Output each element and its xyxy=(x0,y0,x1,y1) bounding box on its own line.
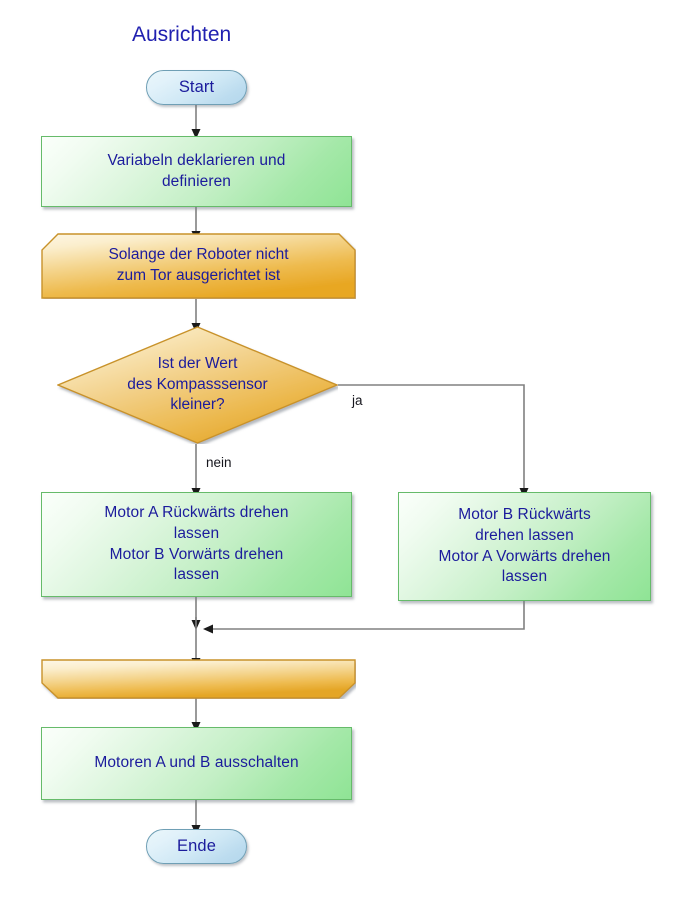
node-motor-right-label: Motor B Rückwärts drehen lassen Motor A … xyxy=(438,505,610,587)
node-loop-end-label xyxy=(41,659,356,699)
text-line: Variabeln deklarieren und xyxy=(107,151,286,169)
node-loop-start[interactable]: Solange der Roboter nicht zum Tor ausger… xyxy=(41,233,356,299)
text-line: Solange der Roboter nicht xyxy=(108,246,289,264)
edge-label-no: nein xyxy=(206,455,232,470)
text-line: Motor B Rückwärts xyxy=(458,506,591,524)
edge-label-yes: ja xyxy=(352,393,363,408)
edge-decision-yes xyxy=(338,384,529,498)
text-line: Motor A Vorwärts drehen xyxy=(438,547,611,565)
diagram-title: Ausrichten xyxy=(132,23,232,46)
node-start[interactable]: Start xyxy=(146,70,247,105)
text-line: zum Tor ausgerichtet ist xyxy=(116,267,281,284)
loop-end-shape xyxy=(41,659,356,699)
text-line: lassen xyxy=(173,524,220,542)
node-loop-start-label: Solange der Roboter nicht zum Tor ausger… xyxy=(41,233,356,299)
node-decision-label: Ist der Wert des Kompasssensor kleiner? xyxy=(57,326,338,444)
node-loop-end[interactable] xyxy=(41,659,356,699)
node-motors-off-label: Motoren A und B ausschalten xyxy=(94,754,299,772)
text-line: Motor B Vorwärts drehen xyxy=(109,545,284,563)
text-line: lassen xyxy=(501,568,548,586)
node-declare-variables-label: Variabeln deklarieren und definieren xyxy=(108,151,286,192)
node-motor-left-label: Motor A Rückwärts drehen lassen Motor B … xyxy=(104,503,288,585)
node-motor-left[interactable]: Motor A Rückwärts drehen lassen Motor B … xyxy=(41,492,352,597)
node-end[interactable]: Ende xyxy=(146,829,247,864)
text-line: definieren xyxy=(161,172,232,190)
text-line: lassen xyxy=(173,566,220,584)
node-decision[interactable]: Ist der Wert des Kompasssensor kleiner? xyxy=(57,326,338,444)
text-line: drehen lassen xyxy=(475,526,574,544)
edge-motorright-return xyxy=(203,601,525,634)
node-declare-variables[interactable]: Variabeln deklarieren und definieren xyxy=(41,136,352,207)
decision-shape xyxy=(57,326,338,444)
text-line: Ist der Wert xyxy=(157,355,238,373)
text-line: Motor A Rückwärts drehen xyxy=(104,504,289,522)
text-line: des Kompasssensor xyxy=(127,375,268,393)
loop-start-shape xyxy=(41,233,356,299)
node-motor-right[interactable]: Motor B Rückwärts drehen lassen Motor A … xyxy=(398,492,651,601)
text-line: kleiner? xyxy=(170,396,225,414)
node-motors-off[interactable]: Motoren A und B ausschalten xyxy=(41,727,352,800)
